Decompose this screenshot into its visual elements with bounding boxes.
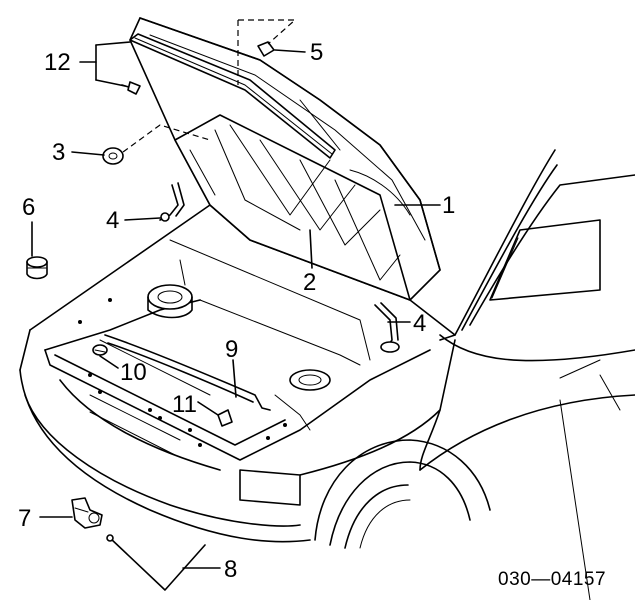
callout-6: 6 (22, 194, 35, 221)
hood-bumper-part (257, 41, 275, 57)
hood-clip-part (121, 81, 141, 95)
callout-4-left: 4 (106, 207, 119, 234)
hood-lock-part (71, 497, 103, 529)
grommet-part (102, 147, 124, 165)
hood-insulator (174, 114, 411, 301)
hood-support-rod (106, 534, 206, 591)
cable-clip-part (217, 409, 233, 427)
hood-stopper-part (26, 256, 48, 280)
callout-2: 2 (303, 269, 316, 296)
callout-1: 1 (442, 192, 455, 219)
callout-8: 8 (224, 556, 237, 583)
engine-bay (29, 204, 456, 461)
hood-striker-part (92, 344, 108, 356)
hood-hinge-left (159, 182, 185, 222)
callout-12: 12 (44, 49, 71, 76)
car-body (19, 149, 635, 600)
callout-7: 7 (18, 505, 31, 532)
hood-hinge-right (374, 302, 400, 353)
catalog-number: 030—04157 (498, 569, 606, 590)
callout-9: 9 (225, 336, 238, 363)
callout-10: 10 (120, 359, 147, 386)
hood-seal-strip (129, 33, 336, 159)
callout-11: 11 (172, 391, 197, 418)
callout-3: 3 (52, 139, 65, 166)
callout-4-right: 4 (413, 310, 426, 337)
callout-5: 5 (310, 39, 323, 66)
leader-lines (31, 19, 441, 569)
